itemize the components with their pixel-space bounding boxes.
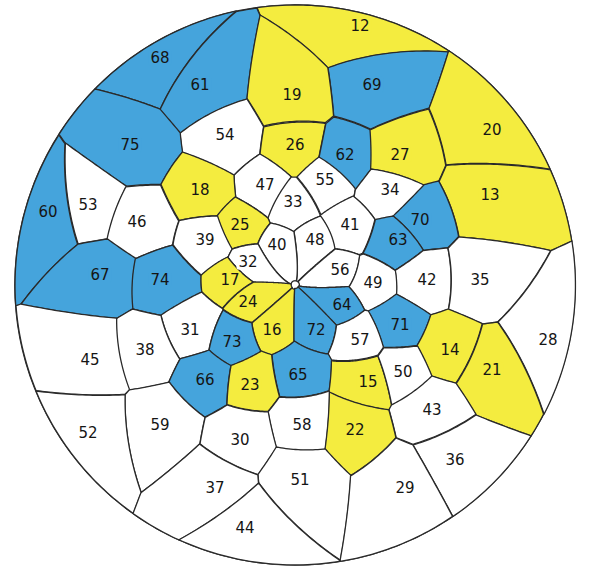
ring-cell: 23 xyxy=(227,351,279,411)
cell-number: 52 xyxy=(76,425,99,442)
cell-number: 65 xyxy=(286,367,309,384)
ring-cell: 29 xyxy=(340,438,453,561)
cell-number: 62 xyxy=(333,147,356,164)
cell-number: 53 xyxy=(76,197,99,214)
cell-number: 50 xyxy=(391,364,414,381)
cell-number: 14 xyxy=(438,342,461,359)
cell-number: 68 xyxy=(148,50,171,67)
cell-number: 32 xyxy=(236,254,259,271)
cell-number: 57 xyxy=(348,332,371,349)
cell-number: 38 xyxy=(133,342,156,359)
cell-number: 15 xyxy=(356,374,379,391)
ring-cell: 65 xyxy=(272,341,332,397)
cell-number: 73 xyxy=(220,334,243,351)
cell-number: 44 xyxy=(233,520,256,537)
cell-number: 27 xyxy=(388,147,411,164)
cell-outline xyxy=(340,438,453,561)
cell-outline xyxy=(328,310,383,361)
cell-number: 49 xyxy=(361,275,384,292)
cell-number: 39 xyxy=(193,232,216,249)
cell-number: 48 xyxy=(303,232,326,249)
cell-outline xyxy=(268,391,330,450)
cell-outline xyxy=(429,51,550,169)
cell-outline xyxy=(294,287,336,354)
cell-number: 46 xyxy=(125,214,148,231)
ring-cell: 57 xyxy=(328,310,383,361)
cell-number: 26 xyxy=(283,137,306,154)
cell-number: 42 xyxy=(415,272,438,289)
cell-number: 12 xyxy=(348,18,371,35)
cell-outline xyxy=(272,341,332,397)
ring-cell: 56 xyxy=(298,249,360,288)
cell-number: 56 xyxy=(328,262,351,279)
cell-number: 41 xyxy=(338,217,361,234)
cell-number: 60 xyxy=(36,204,59,221)
cell-number: 29 xyxy=(393,480,416,497)
cell-number: 54 xyxy=(213,127,236,144)
cell-number: 17 xyxy=(218,272,241,289)
cell-number: 16 xyxy=(260,322,283,339)
cell-number: 31 xyxy=(178,322,201,339)
cell-shape xyxy=(36,391,143,515)
cell-number: 61 xyxy=(188,77,211,94)
cell-outline xyxy=(36,391,141,514)
cell-number: 37 xyxy=(203,480,226,497)
cell-number: 18 xyxy=(188,182,211,199)
cell-number: 36 xyxy=(443,452,466,469)
cell-number: 45 xyxy=(78,352,101,369)
cell-number: 30 xyxy=(228,432,251,449)
cell-outline xyxy=(179,483,340,565)
cell-number: 58 xyxy=(290,417,313,434)
cell-number: 19 xyxy=(280,87,303,104)
cell-number: 34 xyxy=(378,182,401,199)
cell-number: 64 xyxy=(330,297,353,314)
cell-shape xyxy=(247,15,335,128)
cell-number: 25 xyxy=(228,217,251,234)
cell-outline xyxy=(16,304,130,395)
cell-number: 67 xyxy=(88,267,111,284)
cell-number: 66 xyxy=(193,372,216,389)
cell-number: 63 xyxy=(386,232,409,249)
cell-shape xyxy=(16,304,131,396)
cell-number: 22 xyxy=(343,422,366,439)
cell-outline xyxy=(298,249,360,288)
cell-number: 13 xyxy=(478,187,501,204)
ring-cell: 52 xyxy=(36,391,141,514)
cell-outline xyxy=(247,15,334,126)
cell-number: 21 xyxy=(480,362,503,379)
ring-cell: 67 xyxy=(21,239,136,318)
cell-shape xyxy=(429,51,552,171)
cell-number: 71 xyxy=(388,317,411,334)
cell-number: 59 xyxy=(148,417,171,434)
cell-number: 55 xyxy=(313,172,336,189)
cell-number: 69 xyxy=(360,77,383,94)
ring-cell: 19 xyxy=(247,15,334,126)
ring-cell: 20 xyxy=(429,51,550,169)
cell-number: 74 xyxy=(148,272,171,289)
cell-shape xyxy=(340,438,454,563)
cell-outline xyxy=(227,351,279,411)
cell-number: 35 xyxy=(468,272,491,289)
cell-number: 33 xyxy=(281,194,304,211)
cell-outline xyxy=(21,239,136,318)
ring-cell: 58 xyxy=(268,391,330,450)
ring-cell: 45 xyxy=(16,304,130,395)
cell-number: 24 xyxy=(236,294,259,311)
cell-number: 47 xyxy=(253,177,276,194)
cell-number: 70 xyxy=(408,212,431,229)
cell-number: 20 xyxy=(480,122,503,139)
cell-number: 43 xyxy=(420,402,443,419)
cell-number: 72 xyxy=(304,322,327,339)
cell-number: 75 xyxy=(118,137,141,154)
cell-outline xyxy=(133,444,259,540)
cell-number: 51 xyxy=(288,472,311,489)
cell-number: 28 xyxy=(536,332,559,349)
cell-number: 40 xyxy=(265,237,288,254)
cell-number: 23 xyxy=(238,377,261,394)
